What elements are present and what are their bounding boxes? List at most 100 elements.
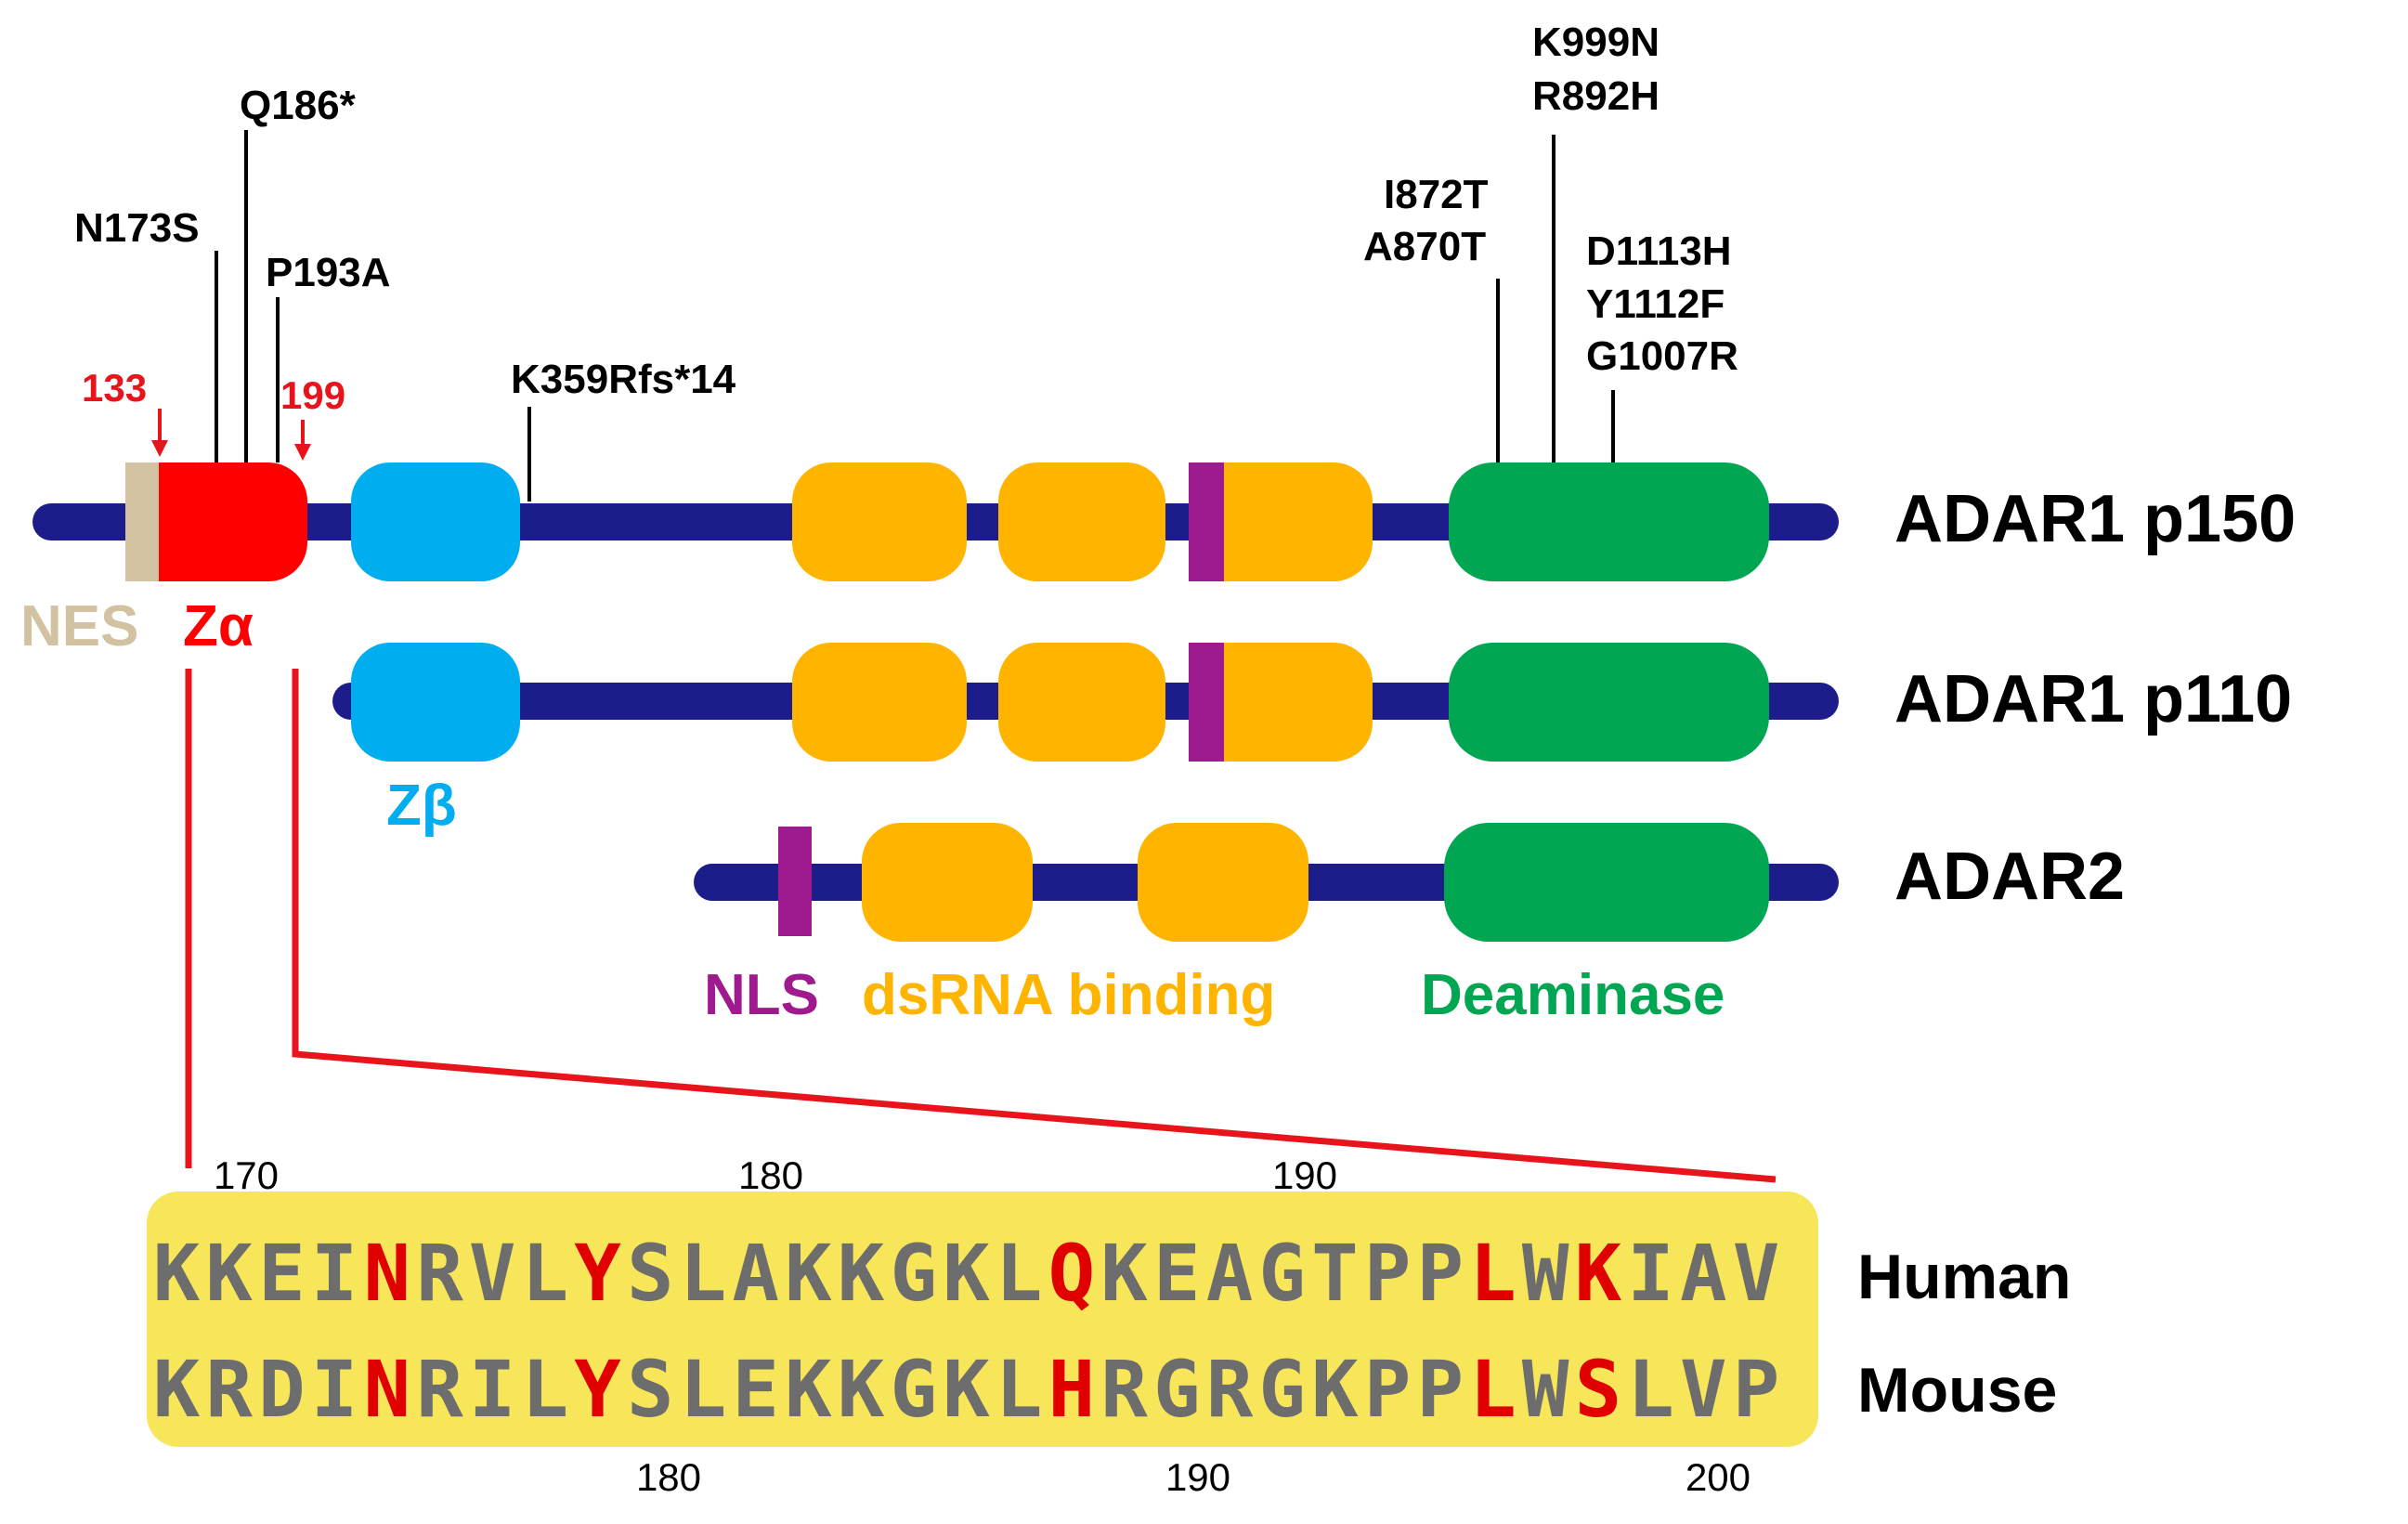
adar1-p150-track: [33, 462, 1839, 581]
mouse-residue: P: [1364, 1344, 1412, 1435]
human-residue: G: [891, 1228, 938, 1319]
human-residue: P: [1417, 1228, 1464, 1319]
boundary-end-arrow: [294, 420, 311, 461]
mouse-residue: V: [1680, 1344, 1727, 1435]
mutation-label-k359: K359Rfs*14: [511, 357, 736, 402]
mutation-label-g1007r: G1007R: [1586, 333, 1738, 379]
p110-dsrna-domain-2: [998, 643, 1165, 762]
mouse-residue: S: [1575, 1344, 1622, 1435]
mutation-label-r892h: R892H: [1532, 73, 1660, 119]
human-residue: W: [1522, 1228, 1569, 1319]
z-alpha-label: Zα: [183, 594, 254, 658]
adar2-deaminase-domain: [1444, 823, 1769, 942]
mouse-residue: P: [1417, 1344, 1464, 1435]
mouse-residue: K: [838, 1344, 885, 1435]
zoom-line-right: [292, 669, 1777, 1183]
p110-dsrna-domain-1: [792, 643, 967, 762]
human-residue: A: [732, 1228, 779, 1319]
species-label-mouse: Mouse: [1857, 1355, 2057, 1426]
mouse-position-ticks: 180 190 200: [636, 1455, 1751, 1499]
human-residue: L: [680, 1228, 727, 1319]
human-residue: P: [1364, 1228, 1412, 1319]
z-beta-label: Zβ: [386, 774, 457, 838]
human-residue: T: [1311, 1228, 1359, 1319]
deaminase-label: Deaminase: [1421, 963, 1725, 1027]
mouse-residue: L: [680, 1344, 727, 1435]
p150-dsrna-domain-2: [998, 462, 1165, 581]
mutation-lines: [215, 130, 1615, 501]
human-residue: N: [364, 1228, 411, 1319]
p150-z-beta-domain: [351, 462, 520, 581]
human-position-ticks: 170 180 190: [214, 1153, 1337, 1197]
mouse-residue: G: [1258, 1344, 1306, 1435]
mutation-label-i872t: I872T: [1384, 172, 1489, 217]
mouse-residue: I: [311, 1344, 358, 1435]
mouse-residue: P: [1733, 1344, 1780, 1435]
mouse-residue: N: [364, 1344, 411, 1435]
p110-z-beta-domain: [351, 643, 520, 762]
human-residue: A: [1680, 1228, 1727, 1319]
human-residue: I: [311, 1228, 358, 1319]
human-residue: L: [996, 1228, 1043, 1319]
species-label-human: Human: [1857, 1242, 2071, 1312]
mouse-tick-190: 190: [1165, 1455, 1230, 1499]
human-residue: Q: [1048, 1228, 1096, 1319]
p150-z-alpha-left-square: [159, 462, 196, 581]
mutation-label-y1112f: Y1112F: [1586, 281, 1725, 327]
human-residue: E: [1153, 1228, 1201, 1319]
p110-dsrna-domain-3: [1189, 643, 1373, 762]
mouse-residue: D: [258, 1344, 306, 1435]
mouse-residue: K: [943, 1344, 990, 1435]
mouse-residue: S: [627, 1344, 674, 1435]
dsrna-binding-label: dsRNA binding: [862, 963, 1275, 1027]
human-tick-170: 170: [214, 1153, 279, 1197]
mouse-residue: K: [1311, 1344, 1359, 1435]
human-residue: K: [943, 1228, 990, 1319]
human-residue: L: [1469, 1228, 1516, 1319]
mouse-residue: R: [1100, 1344, 1148, 1435]
alignment-box: [147, 1192, 1818, 1447]
mouse-residue: L: [1469, 1344, 1516, 1435]
human-residue: I: [1627, 1228, 1674, 1319]
mouse-residue: H: [1048, 1344, 1096, 1435]
human-residue: K: [1575, 1228, 1622, 1319]
p110-nls-domain: [1189, 643, 1224, 762]
mouse-residue: W: [1522, 1344, 1569, 1435]
mutation-label-k999n: K999N: [1532, 20, 1660, 65]
human-tick-180: 180: [738, 1153, 803, 1197]
boundary-start-arrow: [151, 409, 168, 457]
p110-deaminase-domain: [1449, 643, 1769, 762]
protein-label-p150: ADAR1 p150: [1894, 482, 2296, 556]
mouse-residue: E: [732, 1344, 779, 1435]
human-residue: E: [258, 1228, 306, 1319]
mutation-label-p193a: P193A: [266, 250, 391, 295]
mouse-tick-180: 180: [636, 1455, 701, 1499]
p150-nes-domain: [125, 462, 159, 581]
human-residue: A: [1206, 1228, 1254, 1319]
adar2-dsrna-domain-2: [1138, 823, 1308, 942]
adar2-dsrna-domain-1: [862, 823, 1033, 942]
p150-dsrna-domain-3: [1189, 462, 1373, 581]
human-residue: V: [1733, 1228, 1780, 1319]
human-residue: K: [153, 1228, 201, 1319]
adar2-nls-domain: [778, 827, 812, 936]
p150-nls-domain: [1189, 462, 1224, 581]
human-residue: R: [416, 1228, 463, 1319]
adar1-p110-track: [332, 643, 1839, 762]
human-residue: S: [627, 1228, 674, 1319]
mouse-residue: L: [996, 1344, 1043, 1435]
protein-label-p110: ADAR1 p110: [1894, 662, 2292, 736]
human-residue: K: [1100, 1228, 1148, 1319]
nls-label: NLS: [704, 963, 819, 1027]
boundary-end-label: 199: [280, 373, 345, 417]
protein-label-adar2: ADAR2: [1894, 840, 2125, 914]
mouse-residue: R: [205, 1344, 253, 1435]
mouse-tick-200: 200: [1686, 1455, 1751, 1499]
human-residue: K: [838, 1228, 885, 1319]
mouse-residue: R: [1206, 1344, 1254, 1435]
mutation-label-d1113h: D1113H: [1586, 228, 1732, 274]
mutation-label-a870t: A870T: [1363, 224, 1486, 269]
